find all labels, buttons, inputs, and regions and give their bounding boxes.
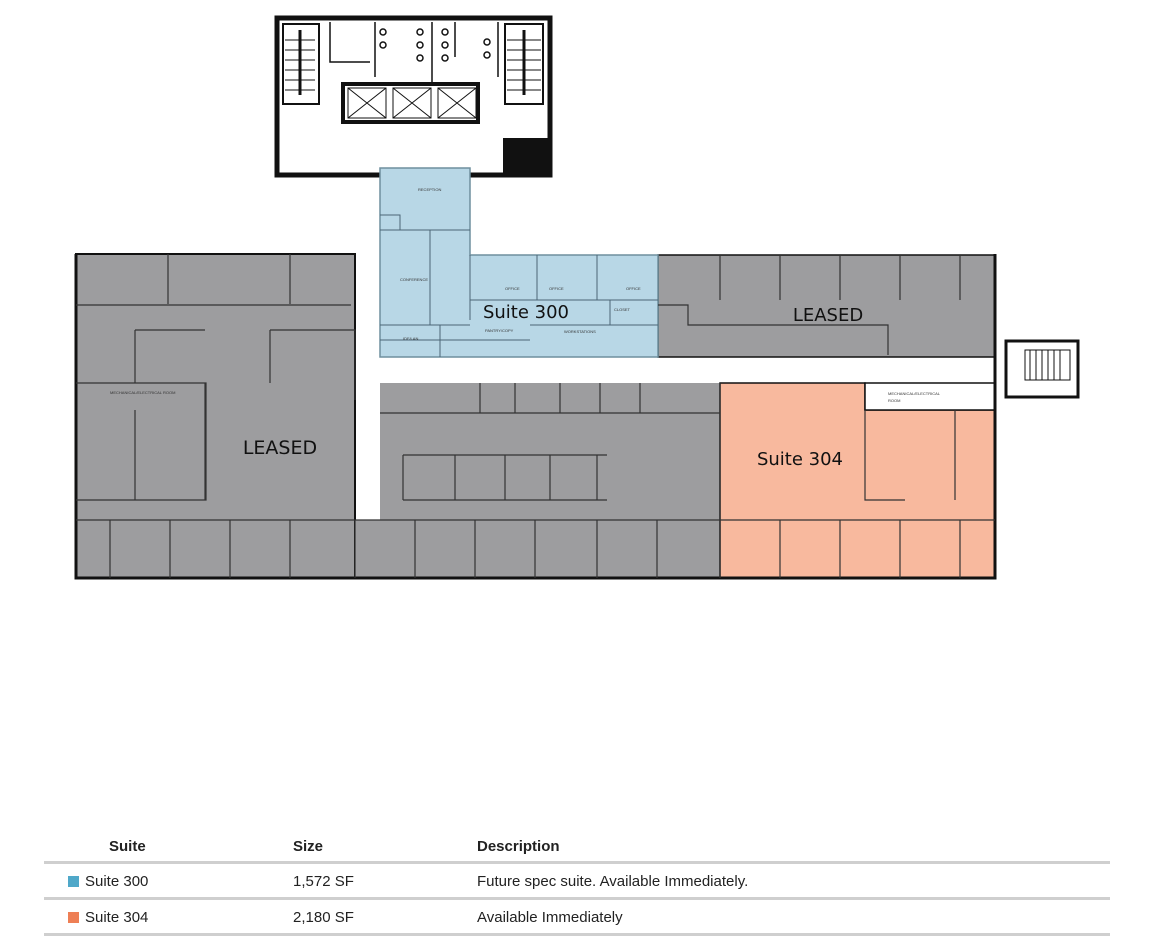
suite-304-label: Suite 304	[757, 449, 843, 470]
header-suite: Suite	[44, 834, 293, 864]
elevators	[341, 82, 480, 124]
floor-plan: LEASED LEASED Suite 300 Suite 304 MECHAN…	[74, 15, 1080, 580]
mech-room-label-left: MECHANICAL/ELECTRICAL ROOM	[110, 390, 175, 395]
leased-area-middle	[380, 383, 720, 523]
leased-label-right: LEASED	[793, 305, 863, 326]
room-idf: IDF/LAN	[403, 336, 418, 341]
availability-table: Suite Size Description Suite 300 1,572 S…	[44, 834, 1110, 936]
suite-304-area[interactable]	[719, 382, 996, 579]
leased-area-bottom	[355, 520, 720, 578]
stairs-left	[282, 23, 320, 105]
shaft	[503, 138, 550, 175]
room-office-3: OFFICE	[626, 286, 641, 291]
room-closet: CLOSET	[614, 307, 631, 312]
suite-300-label: Suite 300	[483, 302, 569, 323]
suite-300-swatch	[68, 876, 79, 887]
interior-walls	[76, 254, 995, 578]
suite-304-swatch	[68, 912, 79, 923]
stairs-right	[504, 23, 544, 105]
table-row: Suite 304 2,180 SF Available Immediately	[44, 898, 1110, 936]
room-office-2: OFFICE	[549, 286, 564, 291]
header-size: Size	[293, 834, 477, 864]
suite-size: 2,180 SF	[293, 898, 477, 936]
room-workstations: WORKSTATIONS	[564, 329, 596, 334]
room-reception: RECEPTION	[418, 187, 441, 192]
suite-description: Future spec suite. Available Immediately…	[477, 862, 1110, 900]
room-office-1: OFFICE	[505, 286, 520, 291]
suite-description: Available Immediately	[477, 898, 1110, 936]
suite-size: 1,572 SF	[293, 862, 477, 900]
mech-room-label-right-2: ROOM	[888, 398, 900, 403]
restrooms	[329, 22, 499, 82]
room-conference: CONFERENCE	[400, 277, 428, 282]
suite-300-walls	[380, 214, 658, 357]
suite-300-area[interactable]	[379, 167, 659, 358]
table-header-row: Suite Size Description	[44, 834, 1110, 864]
stairs-east	[1004, 339, 1080, 399]
header-description: Description	[477, 834, 1110, 864]
mechanical-room-right	[864, 382, 996, 411]
leased-area-right	[657, 254, 996, 358]
room-pantry: PANTRY/COPY	[485, 328, 514, 333]
leased-area-left	[75, 253, 356, 579]
suite-name: Suite 304	[85, 909, 149, 926]
table-row: Suite 300 1,572 SF Future spec suite. Av…	[44, 862, 1110, 900]
leased-label-left: LEASED	[243, 437, 317, 459]
suite-name: Suite 300	[85, 873, 149, 890]
mech-room-label-right: MECHANICAL/ELECTRICAL	[888, 391, 941, 396]
